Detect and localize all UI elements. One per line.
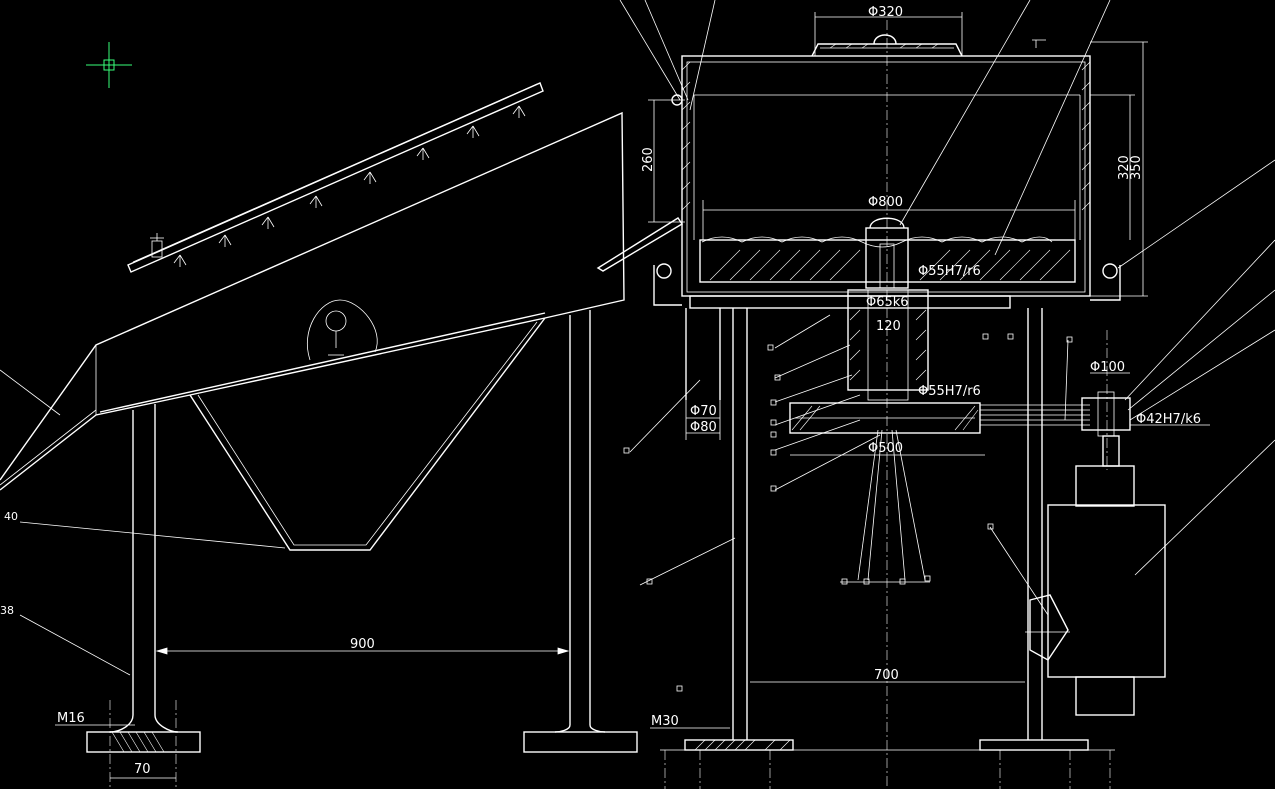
- dim-phi65-label: Φ65k6: [866, 295, 909, 310]
- leader-lines-right: [619, 0, 1275, 616]
- dim-m30-label: M30: [651, 714, 679, 729]
- dim-fit55-top-label: Φ55H7/r6: [918, 264, 981, 279]
- vibrator-motor: [306, 299, 378, 361]
- dim-phi80-label: Φ80: [690, 420, 717, 435]
- dimension-lines-right: [648, 12, 1210, 729]
- dim-38-label: 38: [0, 604, 14, 617]
- dim-260-label: 260: [641, 147, 656, 172]
- dim-phi100-label: Φ100: [1090, 360, 1125, 375]
- dim-40-label: 40: [4, 510, 18, 523]
- dim-350-label: 350: [1129, 155, 1144, 180]
- dim-120-label: 120: [876, 319, 901, 334]
- dim-phi500-label: Φ500: [868, 441, 903, 456]
- dim-phi70-label: Φ70: [690, 404, 717, 419]
- spray-nozzles: [173, 105, 526, 267]
- valve-icon: [150, 233, 164, 258]
- dim-900: [155, 647, 570, 655]
- dim-70-label: 70: [134, 762, 151, 777]
- dim-fit55-mid-label: Φ55H7/r6: [918, 384, 981, 399]
- dim-phi320-label: Φ320: [868, 5, 903, 20]
- tank-assembly: [653, 20, 1166, 789]
- dim-700-label: 700: [874, 668, 899, 683]
- dim-320-label: 320: [1117, 155, 1132, 180]
- dim-phi800-label: Φ800: [868, 195, 903, 210]
- dim-900-label: 900: [350, 637, 375, 652]
- dim-m16-label: M16: [57, 711, 85, 726]
- balloon-markers: [623, 333, 1073, 692]
- leader-lines-left: [0, 369, 286, 726]
- dim-fit42-label: Φ42H7/k6: [1136, 412, 1201, 427]
- inclined-screen-assembly: [0, 82, 683, 789]
- crosshair-cursor-icon: [86, 42, 132, 88]
